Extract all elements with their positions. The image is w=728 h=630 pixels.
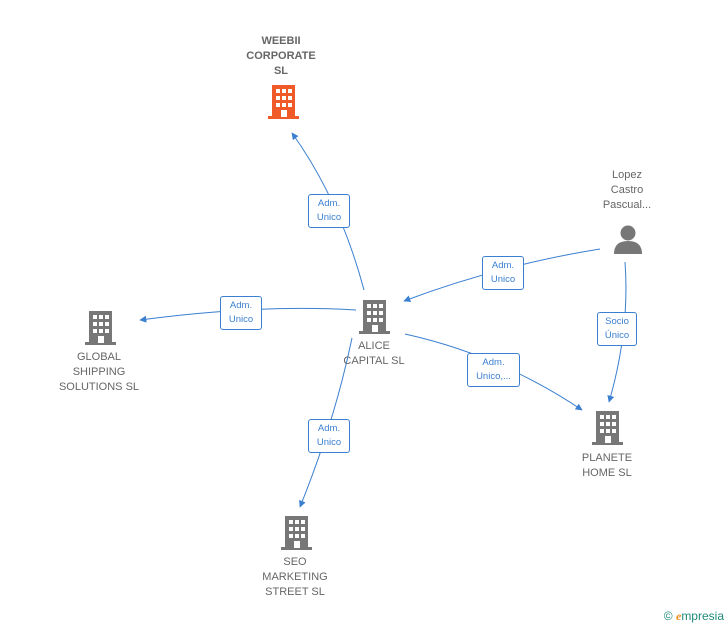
- brand-logo-e: e: [675, 609, 682, 623]
- edge-label-line: Unico,...: [476, 371, 511, 382]
- edge-label-line: Adm.: [317, 198, 341, 209]
- edge-label-alice-global[interactable]: Adm. Unico: [220, 296, 262, 330]
- label-line: ALICE: [358, 340, 390, 352]
- label-line: PLANETE: [581, 452, 633, 464]
- label-line: GLOBAL: [76, 351, 122, 363]
- building-icon: [85, 311, 116, 345]
- edge-label-alice-planete[interactable]: Adm. Unico,...: [467, 353, 520, 387]
- label-line: MARKETING: [262, 571, 328, 583]
- edge-label-line: Socio: [605, 316, 629, 327]
- edge-label-line: Unico: [316, 437, 342, 448]
- label-line: Castro: [610, 184, 644, 196]
- edge-label-alice-seo[interactable]: Adm. Unico: [308, 419, 350, 453]
- label-line: Lopez: [612, 169, 642, 181]
- node-label-alice[interactable]: ALICE CAPITAL SL: [329, 339, 419, 369]
- brand-watermark: © empresia: [664, 609, 724, 624]
- edge-label-line: Unico: [228, 314, 254, 325]
- brand-name: mpresia: [681, 609, 724, 623]
- building-icon: [268, 85, 299, 119]
- edge-label-line: Adm.: [482, 357, 505, 368]
- label-line: SL: [273, 65, 289, 77]
- edge-label-line: Unico: [490, 274, 516, 285]
- copyright-symbol: ©: [663, 609, 673, 623]
- node-label-seo[interactable]: SEO MARKETING STREET SL: [250, 555, 340, 600]
- edge-label-line: Unico: [316, 212, 342, 223]
- label-line: SOLUTIONS SL: [58, 381, 140, 393]
- label-line: SEO: [283, 556, 307, 568]
- edge-label-line: Adm.: [491, 260, 515, 271]
- edge-label-lopez-alice[interactable]: Adm. Unico: [482, 256, 524, 290]
- label-line: CORPORATE: [246, 50, 316, 62]
- edge-label-line: Adm.: [317, 423, 341, 434]
- label-line: HOME SL: [582, 467, 632, 479]
- person-icon: [614, 225, 642, 254]
- node-label-weebii[interactable]: WEEBII CORPORATE SL: [236, 34, 326, 79]
- node-label-global[interactable]: GLOBAL SHIPPING SOLUTIONS SL: [49, 350, 149, 395]
- edge-label-line: Único: [604, 330, 630, 341]
- node-label-lopez[interactable]: Lopez Castro Pascual...: [582, 168, 672, 213]
- building-icon: [359, 300, 390, 334]
- label-line: SHIPPING: [72, 366, 126, 378]
- label-line: WEEBII: [261, 35, 301, 47]
- building-icon: [592, 411, 623, 445]
- label-line: Pascual...: [602, 199, 652, 211]
- label-line: STREET SL: [265, 586, 325, 598]
- label-line: CAPITAL SL: [343, 355, 405, 367]
- edge-label-lopez-planete[interactable]: Socio Único: [597, 312, 637, 346]
- edge-label-line: Adm.: [229, 300, 253, 311]
- edge-label-alice-weebii[interactable]: Adm. Unico: [308, 194, 350, 228]
- node-label-planete[interactable]: PLANETE HOME SL: [562, 451, 652, 481]
- building-icon: [281, 516, 312, 550]
